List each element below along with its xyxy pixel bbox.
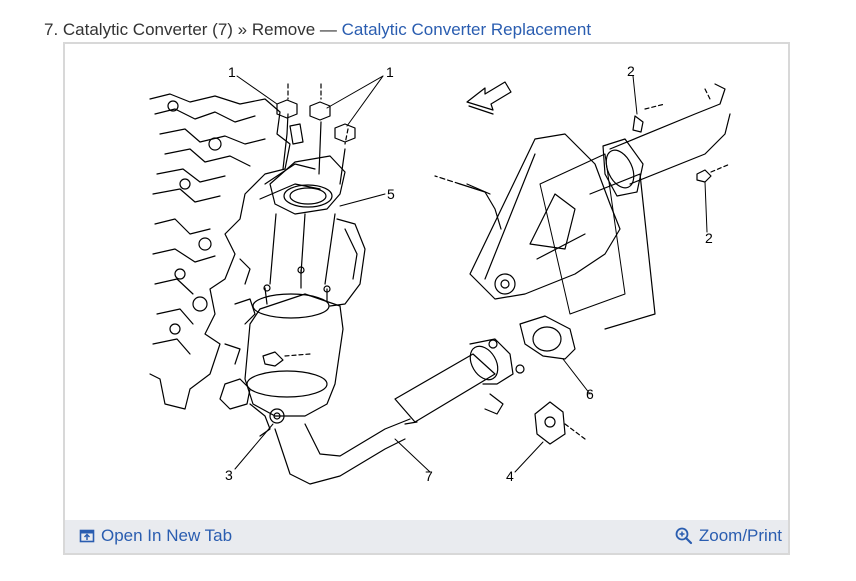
callout-1-left: 1 xyxy=(228,64,236,80)
heat-shield xyxy=(434,133,656,330)
callout-6: 6 xyxy=(586,386,594,402)
diagram-frame: 1 1 2 2 5 3 7 4 6 Open In New Tab xyxy=(63,42,790,555)
exhaust-diagram: 1 1 2 2 5 3 7 4 6 xyxy=(149,63,731,485)
callout-4: 4 xyxy=(506,468,514,484)
caption-link[interactable]: Catalytic Converter Replacement xyxy=(341,20,592,39)
open-new-tab-button[interactable]: Open In New Tab xyxy=(79,526,232,546)
pipe-gasket xyxy=(519,315,576,360)
callout-2-top: 2 xyxy=(627,63,635,79)
catalytic-converter xyxy=(219,266,344,437)
front-arrow-icon xyxy=(466,81,512,115)
flange-studs xyxy=(269,83,356,285)
zoom-icon xyxy=(675,527,692,545)
zoom-print-button[interactable]: Zoom/Print xyxy=(675,526,782,546)
exhaust-pipe xyxy=(274,338,525,485)
engine-block xyxy=(149,93,321,410)
caption-prefix: 7. Catalytic Converter (7) » Remove — xyxy=(44,20,342,39)
callout-2-right: 2 xyxy=(705,230,713,246)
exhaust-hanger xyxy=(534,401,586,445)
callout-1-right: 1 xyxy=(386,64,394,80)
open-new-tab-label: Open In New Tab xyxy=(101,526,233,545)
callout-3: 3 xyxy=(225,467,233,483)
page-caption: 7. Catalytic Converter (7) » Remove — Ca… xyxy=(44,20,591,40)
open-new-tab-icon xyxy=(79,529,95,543)
callout-leaders xyxy=(234,75,708,473)
callout-labels: 1 1 2 2 5 3 7 4 6 xyxy=(225,63,713,484)
rear-pipe xyxy=(602,83,731,197)
callout-7: 7 xyxy=(425,468,433,484)
callout-5: 5 xyxy=(387,186,395,202)
diagram-footer: Open In New Tab Zoom/Print xyxy=(65,520,788,553)
zoom-print-label: Zoom/Print xyxy=(698,526,782,545)
manifold-flange xyxy=(269,155,366,307)
